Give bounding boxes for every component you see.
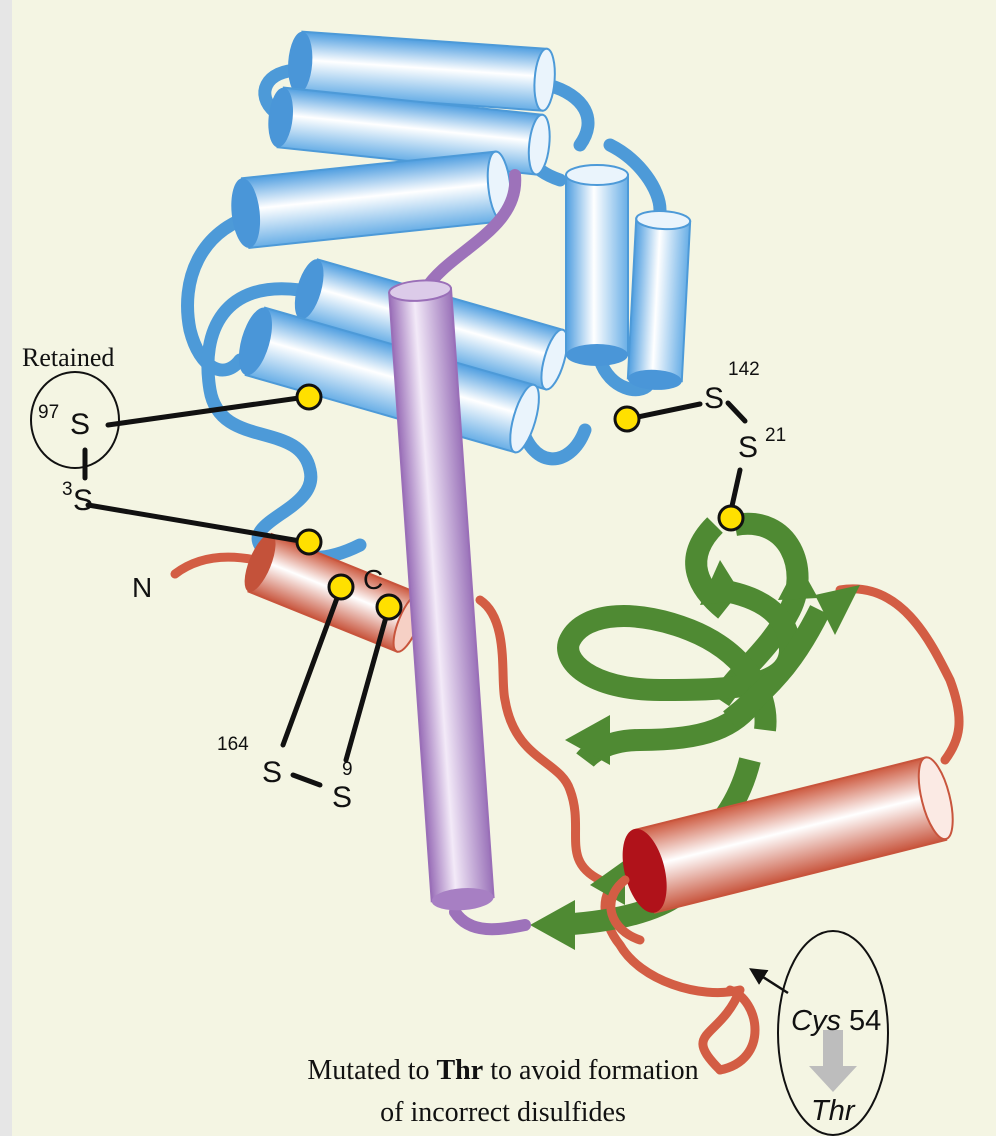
sulfur-97: S	[70, 410, 90, 440]
caption-pre: Mutated to	[307, 1055, 436, 1086]
c-terminus-label: C	[363, 566, 383, 594]
residue-21-label: 21	[765, 426, 786, 445]
sulfur-3: S	[73, 486, 93, 516]
thr-text: Thr	[811, 1095, 855, 1127]
down-arrow-icon	[809, 1030, 857, 1092]
sulfur-142: S	[704, 384, 724, 414]
retained-label: Retained	[22, 345, 114, 371]
red-helix-right	[615, 753, 960, 917]
cys-label: Cys	[791, 1005, 841, 1037]
caption-post: to avoid formation	[483, 1055, 698, 1086]
residue-9-label: 9	[342, 760, 353, 779]
residue-97-label: 97	[38, 403, 59, 422]
mutation-caption: Mutated to Thr to avoid formation of inc…	[238, 1050, 768, 1134]
cys-number: 54	[849, 1005, 881, 1037]
thr-label: Thr	[811, 1097, 855, 1126]
mutation-pointer-arrow	[752, 970, 788, 993]
residue-142-label: 142	[728, 360, 760, 379]
n-terminus-label: N	[132, 574, 152, 602]
caption-bold-thr: Thr	[437, 1055, 484, 1086]
sulfur-9: S	[332, 783, 352, 813]
caption-line-2: of incorrect disulfides	[238, 1092, 768, 1134]
residue-164-label: 164	[217, 735, 249, 754]
caption-line-1: Mutated to Thr to avoid formation	[238, 1050, 768, 1092]
sulfur-21: S	[738, 433, 758, 463]
cys-54-label: Cys 54	[791, 1007, 881, 1036]
residue-3-label: 3	[62, 480, 73, 499]
sulfur-164: S	[262, 758, 282, 788]
